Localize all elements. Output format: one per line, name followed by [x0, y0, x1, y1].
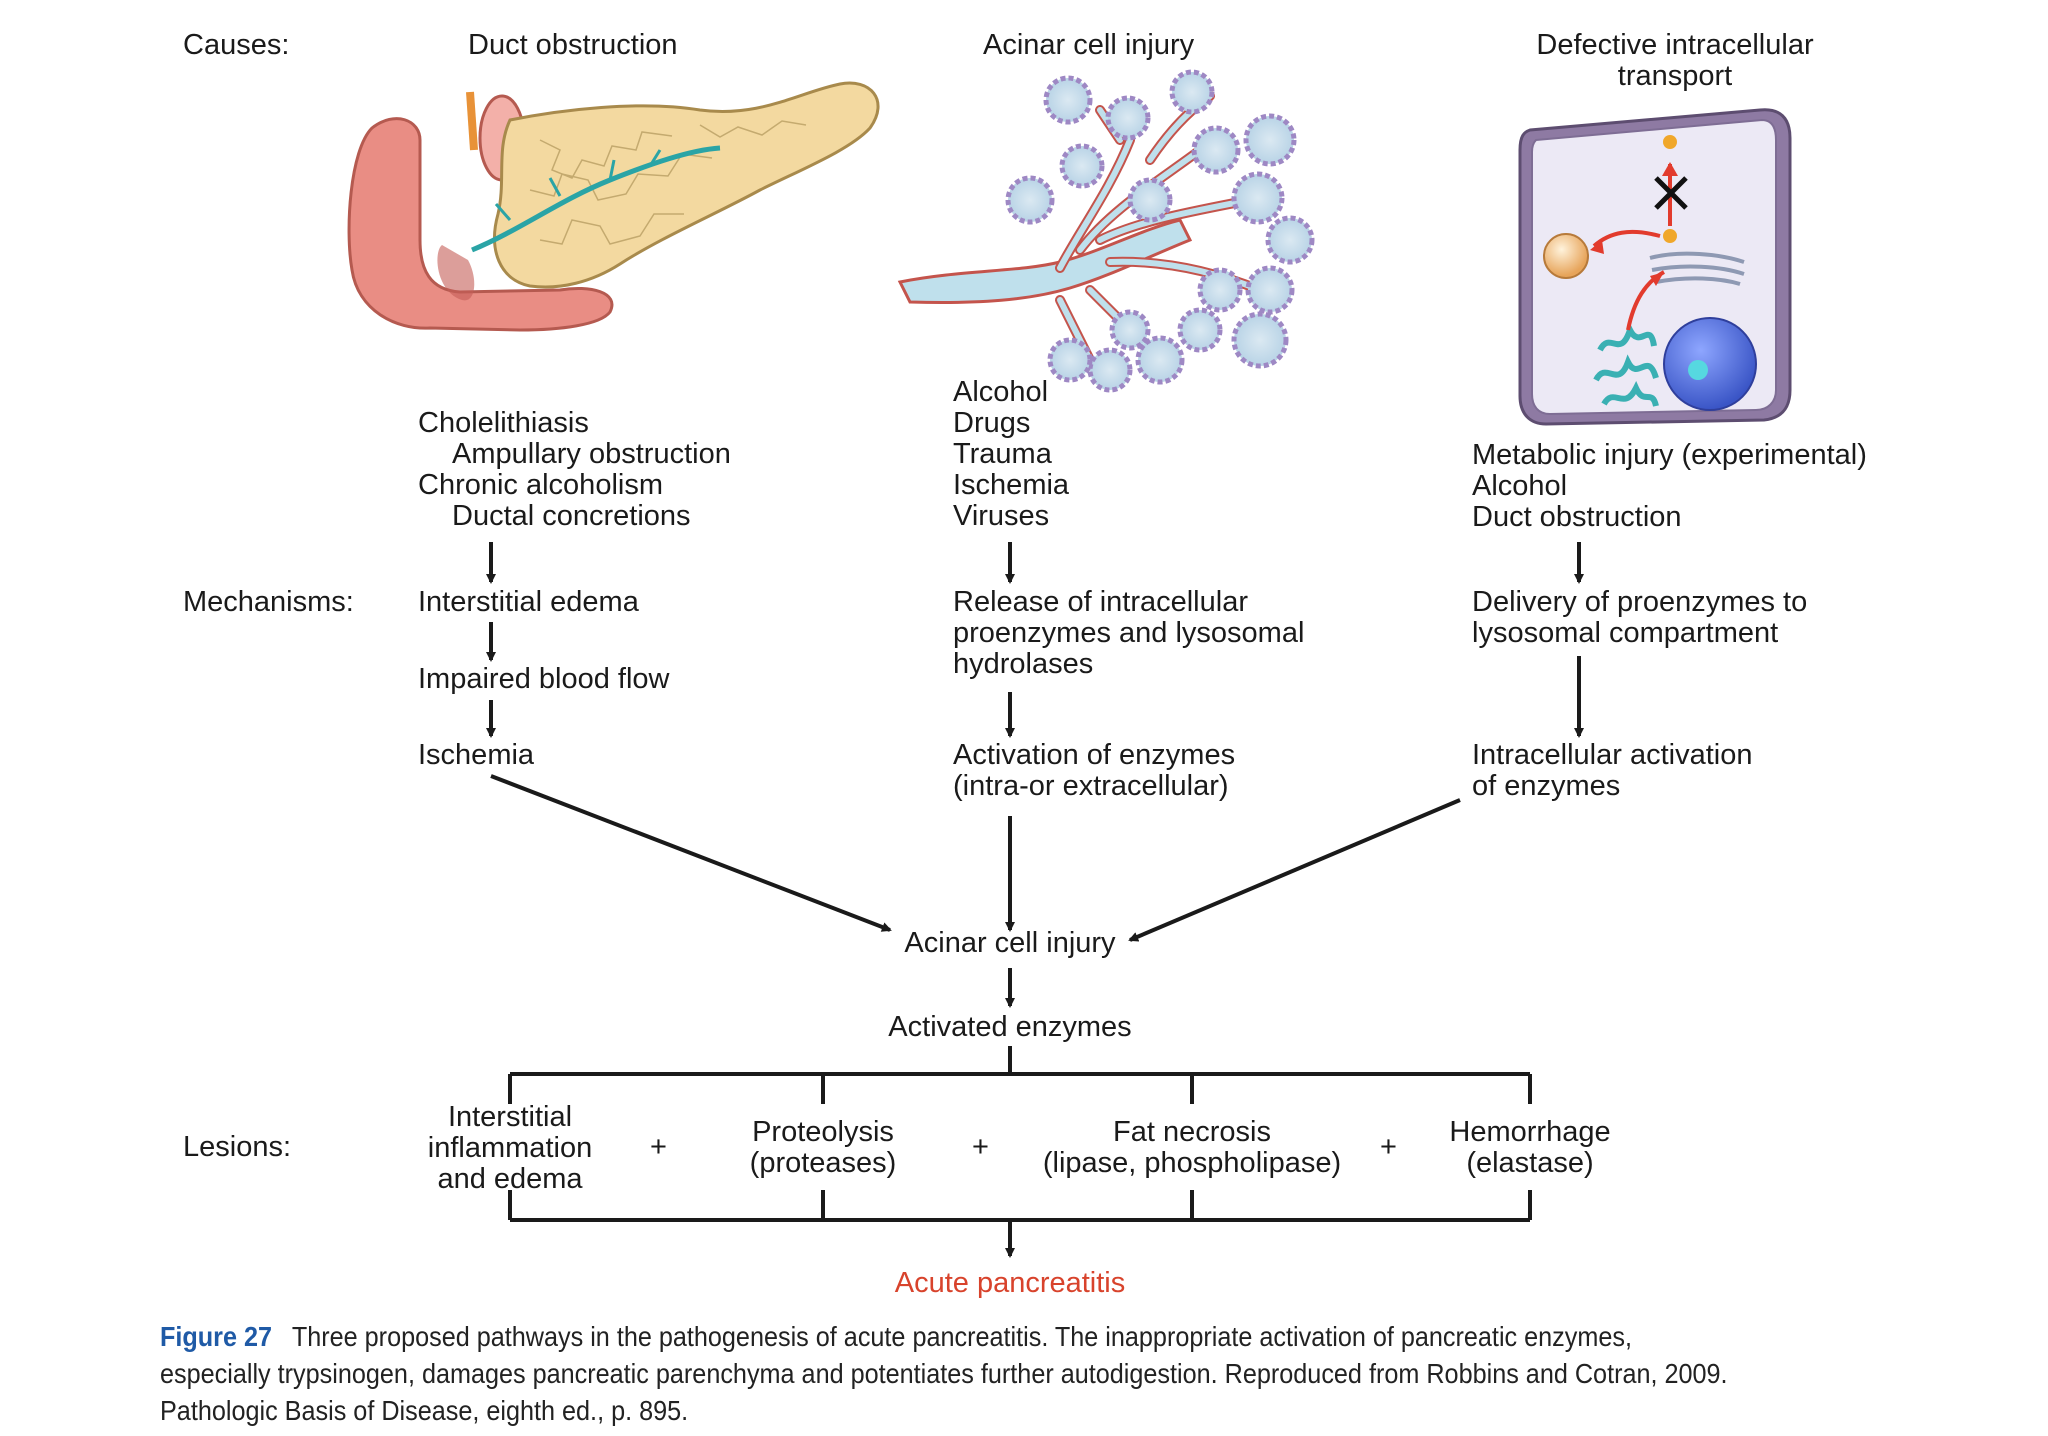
- text-line: Hemorrhage: [1449, 1116, 1611, 1148]
- mechanism-ischemia: Ischemia: [418, 739, 535, 771]
- text-line: Release of intracellular: [953, 586, 1248, 618]
- text-line: proenzymes and lysosomal: [953, 617, 1305, 649]
- col3-heading-line2: transport: [1617, 60, 1733, 92]
- activated-enzymes-node: Activated enzymes: [888, 1011, 1132, 1043]
- cell-transport-illustration: [1518, 108, 1792, 426]
- cause-item: Duct obstruction: [1472, 501, 1682, 533]
- mechanism-delivery: Delivery of proenzymes to lysosomal comp…: [1472, 587, 1807, 649]
- causes-col3: Metabolic injury (experimental) Alcohol …: [1472, 440, 1867, 533]
- causes-col1: Cholelithiasis Ampullary obstruction Chr…: [418, 408, 731, 532]
- text-line: (lipase, phospholipase): [1042, 1147, 1342, 1179]
- col2-heading: Acinar cell injury: [983, 29, 1195, 61]
- mechanism-activation: Activation of enzymes (intra-or extracel…: [953, 740, 1235, 802]
- figure-label: Figure 27: [160, 1321, 273, 1352]
- cause-item: Metabolic injury (experimental): [1472, 439, 1867, 471]
- text-line: Fat necrosis: [1113, 1116, 1271, 1148]
- text-line: Interstitial: [447, 1101, 573, 1133]
- causes-label: Causes:: [183, 29, 290, 61]
- cause-item: Ampullary obstruction: [452, 438, 731, 470]
- causes-col2: Alcohol Drugs Trauma Ischemia Viruses: [953, 377, 1069, 532]
- lesion-hemorrhage: Hemorrhage (elastase): [1420, 1117, 1640, 1179]
- lesion-proteolysis: Proteolysis (proteases): [703, 1117, 943, 1179]
- text-line: and edema: [437, 1163, 583, 1195]
- lesion-interstitial: Interstitial inflammation and edema: [390, 1102, 630, 1195]
- mechanism-impaired-blood-flow: Impaired blood flow: [418, 663, 670, 695]
- cause-item: Ductal concretions: [452, 500, 691, 532]
- mechanism-release: Release of intracellular proenzymes and …: [953, 587, 1304, 680]
- text-line: of enzymes: [1472, 770, 1621, 802]
- pancreas-illustration: [347, 81, 880, 332]
- text-line: Intracellular activation: [1472, 739, 1753, 771]
- mechanism-interstitial-edema: Interstitial edema: [418, 586, 639, 618]
- lesion-fat-necrosis: Fat necrosis (lipase, phospholipase): [1037, 1117, 1347, 1179]
- acinar-tree-illustration: [897, 69, 1315, 393]
- plus-sign: +: [650, 1131, 667, 1163]
- text-line: (elastase): [1466, 1147, 1594, 1179]
- text-line: Activation of enzymes: [953, 739, 1236, 771]
- caption-text: Three proposed pathways in the pathogene…: [160, 1321, 1728, 1426]
- flow-arrows: [486, 542, 1584, 1008]
- text-line: (intra-or extracellular): [953, 770, 1229, 802]
- text-line: (proteases): [749, 1147, 897, 1179]
- cause-item: Viruses: [953, 500, 1050, 532]
- cause-item: Chronic alcoholism: [418, 469, 663, 501]
- acinar-cell-injury-node: Acinar cell injury: [904, 927, 1116, 959]
- cause-item: Ischemia: [953, 469, 1070, 501]
- plus-sign: +: [972, 1131, 989, 1163]
- col3-heading: Defective intracellular transport: [1500, 30, 1850, 92]
- acute-pancreatitis-outcome: Acute pancreatitis: [894, 1267, 1126, 1299]
- text-line: Proteolysis: [752, 1116, 894, 1148]
- cause-item: Trauma: [953, 438, 1052, 470]
- text-line: lysosomal compartment: [1472, 617, 1779, 649]
- text-line: inflammation: [427, 1132, 593, 1164]
- lesions-bracket: [508, 1046, 1532, 1258]
- text-line: hydrolases: [953, 648, 1094, 680]
- col1-heading: Duct obstruction: [468, 29, 678, 61]
- cause-item: Alcohol: [1472, 470, 1568, 502]
- plus-sign: +: [1380, 1131, 1397, 1163]
- col3-heading-line1: Defective intracellular: [1536, 29, 1814, 61]
- mechanisms-label: Mechanisms:: [183, 586, 354, 618]
- cause-item: Drugs: [953, 407, 1031, 439]
- cause-item: Alcohol: [953, 376, 1049, 408]
- lesions-label: Lesions:: [183, 1131, 292, 1163]
- text-line: Delivery of proenzymes to: [1472, 586, 1808, 618]
- mechanism-intracellular-activation: Intracellular activation of enzymes: [1472, 740, 1752, 802]
- cause-item: Cholelithiasis: [418, 407, 589, 439]
